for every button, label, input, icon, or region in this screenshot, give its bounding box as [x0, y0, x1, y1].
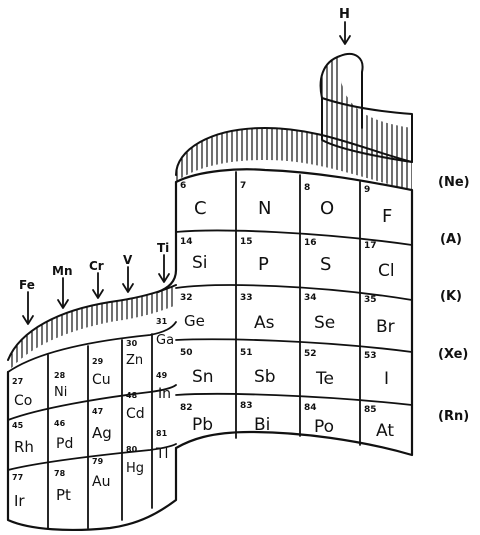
cell-symbol: S — [320, 254, 331, 275]
cell-number: 77 — [12, 473, 23, 482]
cell-number: 53 — [364, 351, 377, 361]
cell-symbol: P — [258, 254, 269, 275]
marker-h: H — [339, 7, 350, 22]
cell-symbol: Te — [315, 369, 334, 389]
cell-symbol: Pd — [56, 436, 73, 452]
cell-symbol: Co — [14, 393, 32, 409]
cell-symbol: Bi — [254, 415, 270, 435]
cell-number: 85 — [364, 405, 377, 415]
cell-symbol: F — [382, 206, 392, 227]
noble-xe: (Xe) — [438, 347, 468, 362]
cell-symbol: In — [158, 386, 171, 402]
cell-number: 32 — [180, 293, 193, 303]
cell-number: 46 — [54, 419, 66, 428]
cell-number: 49 — [156, 371, 168, 380]
cell-number: 6 — [180, 181, 186, 191]
cell-symbol: As — [254, 313, 275, 333]
cell-symbol: Hg — [126, 461, 144, 476]
cell-symbol: Sn — [192, 367, 214, 387]
cell-symbol: N — [258, 198, 271, 219]
cell-number: 83 — [240, 401, 253, 411]
cell-number: 27 — [12, 377, 23, 386]
cell-symbol: Au — [92, 474, 110, 490]
marker-mn: Mn — [52, 264, 72, 278]
cell-symbol: Tl — [155, 446, 168, 462]
cell-number: 52 — [304, 349, 317, 359]
cell-symbol: Ag — [92, 424, 112, 442]
marker-fe: Fe — [19, 278, 35, 292]
cell-number: 14 — [180, 237, 193, 247]
cell-number: 28 — [54, 371, 66, 380]
cell-number: 81 — [156, 429, 168, 438]
cell-number: 45 — [12, 421, 24, 430]
cell-number: 31 — [156, 317, 168, 326]
cell-number: 51 — [240, 348, 253, 358]
cell-number: 17 — [364, 241, 377, 251]
cell-number: 9 — [364, 185, 370, 195]
cell-number: 48 — [126, 391, 138, 400]
cell-number: 35 — [364, 295, 377, 305]
cell-number: 84 — [304, 403, 317, 413]
cell-symbol: Si — [192, 253, 208, 273]
cell-number: 82 — [180, 403, 193, 413]
marker-ti: Ti — [157, 241, 169, 255]
cell-symbol: Se — [314, 313, 335, 333]
cell-symbol: C — [194, 198, 207, 219]
marker-cr: Cr — [89, 259, 104, 273]
cell-number: 33 — [240, 293, 253, 303]
cell-symbol: Pb — [192, 415, 213, 435]
cell-symbol: O — [320, 198, 334, 219]
cell-symbol: Ga — [156, 333, 174, 348]
cell-number: 8 — [304, 183, 310, 193]
cell-symbol: Cd — [126, 406, 145, 422]
marker-v: V — [123, 253, 133, 267]
cell-symbol: Ni — [54, 385, 67, 400]
noble-a: (A) — [440, 232, 462, 247]
cell-number: 15 — [240, 237, 253, 247]
cell-symbol: Rh — [14, 438, 34, 456]
noble-k: (K) — [440, 289, 462, 304]
ribbon-outline — [8, 169, 412, 530]
cell-symbol: Br — [376, 317, 395, 337]
cell-number: 80 — [126, 445, 138, 454]
cell-number: 7 — [240, 181, 246, 191]
cell-number: 16 — [304, 238, 317, 248]
cell-symbol: Pt — [56, 486, 71, 504]
cell-number: 30 — [126, 339, 138, 348]
cell-number: 47 — [92, 407, 103, 416]
cell-number: 34 — [304, 293, 317, 303]
cell-symbol: Cl — [378, 261, 395, 281]
cell-number: 78 — [54, 469, 66, 478]
cell-number: 29 — [92, 357, 104, 366]
cell-symbol: Cu — [92, 372, 111, 388]
cell-symbol: Zn — [126, 353, 143, 368]
cell-number: 79 — [92, 457, 104, 466]
cell-symbol: I — [384, 369, 389, 389]
cell-number: 50 — [180, 348, 193, 358]
noble-rn: (Rn) — [438, 409, 469, 424]
cell-symbol: Ge — [184, 312, 205, 330]
cell-symbol: Po — [314, 417, 334, 437]
cell-symbol: At — [376, 421, 394, 441]
cell-symbol: Ir — [14, 492, 25, 510]
grid-upper — [176, 172, 412, 445]
cell-symbol: Sb — [254, 367, 276, 387]
noble-ne: (Ne) — [438, 175, 470, 190]
